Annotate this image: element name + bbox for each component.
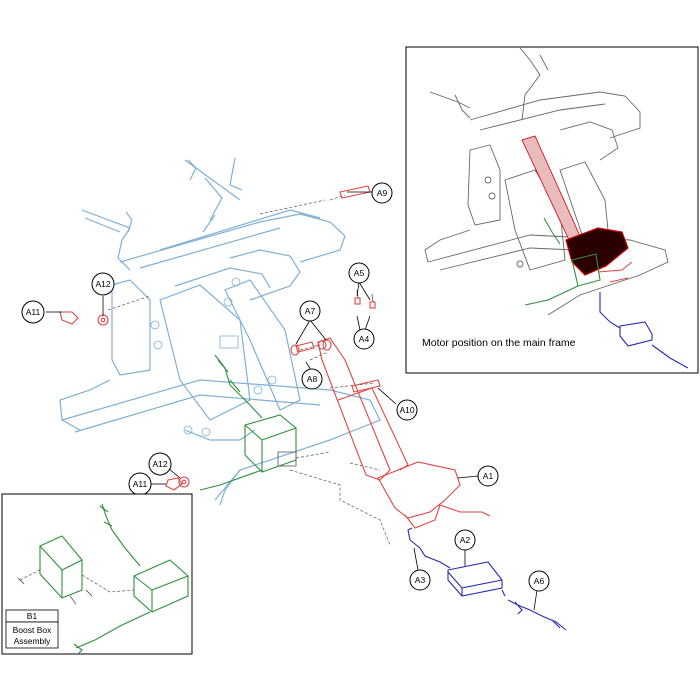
callout-a2: A2 [454,529,476,551]
callout-a12-bottom: A12 [148,452,172,476]
callout-a7: A7 [299,300,321,322]
callout-label: A12 [152,459,167,469]
leader-lines [46,191,538,611]
power-supply [407,527,567,631]
b1-label-table: B1 Boost Box Assembly [5,609,59,649]
callout-a9: A9 [371,182,393,204]
inset-motor-position: Motor position on the main frame [405,46,699,374]
callout-a1: A1 [477,465,499,487]
callout-label: A10 [399,405,414,415]
callout-label: A6 [534,576,545,586]
callout-label: A1 [483,471,494,481]
callout-label: A5 [354,268,365,278]
inset-boost-box [524,217,601,306]
callout-label: A11 [133,479,148,489]
callout-label: A8 [307,374,318,384]
callout-label: A9 [377,188,388,198]
callout-label: A4 [359,334,370,344]
callout-a3: A3 [409,569,431,591]
inset-highlighted-motor [521,135,633,283]
b1-name-line1: Boost Box [13,625,52,635]
callout-a11-top: A11 [21,300,45,324]
boost-box-main [199,354,297,491]
b1-name-line2: Assembly [14,636,52,646]
callout-label: A12 [95,279,110,289]
callout-a10: A10 [396,399,418,421]
callout-a4: A4 [353,328,375,350]
callout-a5: A5 [348,262,370,284]
assembly-guide-lines [107,194,391,546]
inset-boost-box-assembly: B1 Boost Box Assembly [1,493,193,655]
inset-frame-drawing [424,47,669,316]
b1-id: B1 [27,611,38,621]
callout-label: A11 [26,307,41,317]
callout-a6: A6 [528,570,550,592]
callout-a11-bottom: A11 [128,472,152,496]
main-lift-frame [59,157,381,506]
callout-label: A2 [460,535,471,545]
callout-label: A7 [305,306,316,316]
callout-a12-top: A12 [91,272,115,296]
inset-power-supply [599,292,689,369]
boost-box-drawing [17,503,189,655]
inset-caption: Motor position on the main frame [422,337,576,349]
lift-actuator-main [317,337,491,529]
callout-label: A3 [415,575,426,585]
callout-a8: A8 [301,368,323,390]
